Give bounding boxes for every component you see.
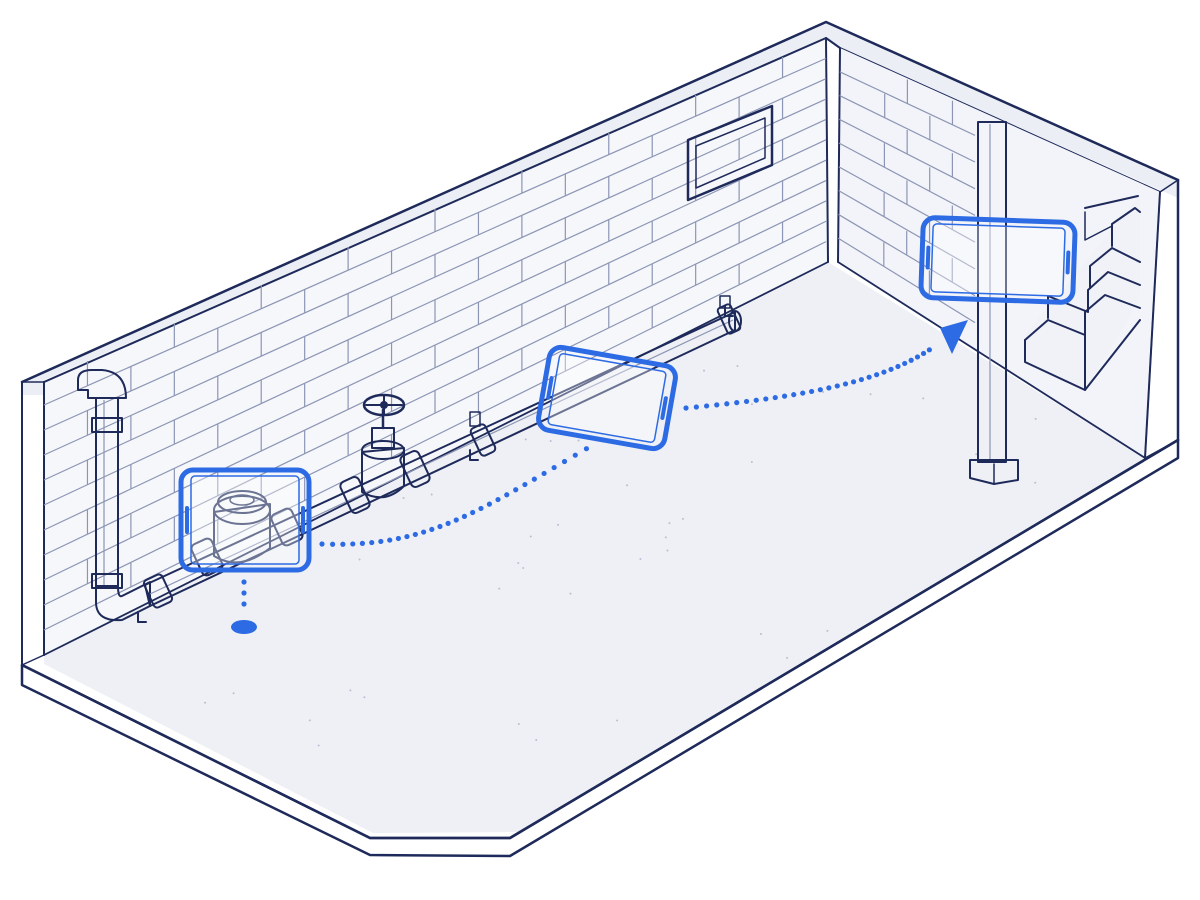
staircase <box>1024 195 1141 391</box>
water-pipe-system <box>77 295 742 623</box>
brick-course <box>837 237 976 324</box>
path-dot <box>800 390 806 396</box>
pipe-clamps <box>137 295 734 623</box>
path-dot <box>850 379 857 385</box>
path-dot <box>724 401 730 407</box>
path-dot <box>340 541 346 547</box>
path-dot <box>704 403 710 409</box>
path-dot <box>350 541 356 547</box>
path-dot <box>693 404 699 410</box>
right-wall-bricks <box>837 71 976 324</box>
path-dot <box>378 538 384 545</box>
brick-course <box>838 142 976 216</box>
path-dot <box>583 446 590 452</box>
path-dot <box>387 537 393 543</box>
path-dot <box>395 535 402 542</box>
path-dot <box>241 590 247 596</box>
path-dot <box>683 405 689 411</box>
path-dot <box>753 397 759 403</box>
path-dot <box>369 539 375 546</box>
path-dot <box>359 540 366 546</box>
triangle-arrow-icon <box>940 320 968 354</box>
path-dot <box>319 541 325 547</box>
path-dot <box>495 496 501 503</box>
path-dot <box>874 372 880 378</box>
floor-speckles <box>204 364 1037 747</box>
path-dot <box>908 357 914 363</box>
path-dot <box>486 501 493 507</box>
pipe-clamp <box>719 295 731 309</box>
path-dot <box>826 385 832 391</box>
pipe-clamp <box>137 611 147 623</box>
pipe-clamp <box>469 411 481 427</box>
pipe-clamp <box>724 305 734 317</box>
path-dot <box>714 402 720 408</box>
path-dot <box>781 393 788 399</box>
path-dot <box>842 381 849 387</box>
path-dot <box>920 350 927 357</box>
path-dot <box>330 541 336 547</box>
brick-course <box>839 95 976 163</box>
start-floor-marker <box>231 620 257 634</box>
path-dot <box>902 360 908 367</box>
path-dot <box>866 374 872 380</box>
path-dot <box>241 601 247 607</box>
floor-surface <box>44 262 1145 833</box>
pipe-clamp <box>469 449 479 461</box>
support-column <box>969 121 1019 485</box>
path-dot <box>437 523 443 530</box>
path-dot <box>888 366 894 372</box>
path-dot <box>895 363 901 370</box>
back-wall-bricks <box>43 57 827 631</box>
path-dot <box>791 392 797 398</box>
path-dot <box>834 383 840 389</box>
path-dot <box>531 476 537 482</box>
brick-course <box>838 190 976 270</box>
phone-scan-positions <box>178 215 1078 573</box>
path-dot <box>817 387 823 393</box>
path-dot <box>478 505 484 512</box>
gate-valve-icon <box>339 393 431 514</box>
path-dot <box>772 394 778 401</box>
smartphone-icon <box>918 215 1078 305</box>
path-dot <box>470 509 476 516</box>
basement-window <box>686 104 774 202</box>
path-dot <box>241 579 247 585</box>
path-dot <box>734 400 740 406</box>
path-dot <box>858 376 865 383</box>
path-dot <box>412 531 418 538</box>
path-dot <box>504 492 510 498</box>
brick-course <box>43 241 827 631</box>
path-dot <box>561 458 568 465</box>
path-dot <box>572 452 578 458</box>
scan-path-dotted <box>241 347 932 607</box>
path-dot <box>513 487 519 493</box>
smartphone-icon <box>536 344 678 452</box>
floor-slab <box>20 262 1180 858</box>
path-dot <box>421 529 427 535</box>
path-dot <box>809 388 815 395</box>
path-dot <box>453 517 459 523</box>
path-dot <box>541 470 547 477</box>
water-meter-icon <box>190 490 304 577</box>
path-dot <box>429 526 435 533</box>
back-wall-face <box>44 38 828 655</box>
path-dot <box>461 513 468 519</box>
path-dot <box>445 520 451 526</box>
path-dot <box>926 347 932 353</box>
path-dot <box>763 396 769 402</box>
path-dot <box>522 481 528 488</box>
smartphone-icon <box>178 467 312 573</box>
path-dot <box>881 369 887 375</box>
path-dot <box>743 398 750 405</box>
path-dot <box>551 464 557 471</box>
path-dot <box>404 533 410 540</box>
path-dot <box>914 354 921 360</box>
